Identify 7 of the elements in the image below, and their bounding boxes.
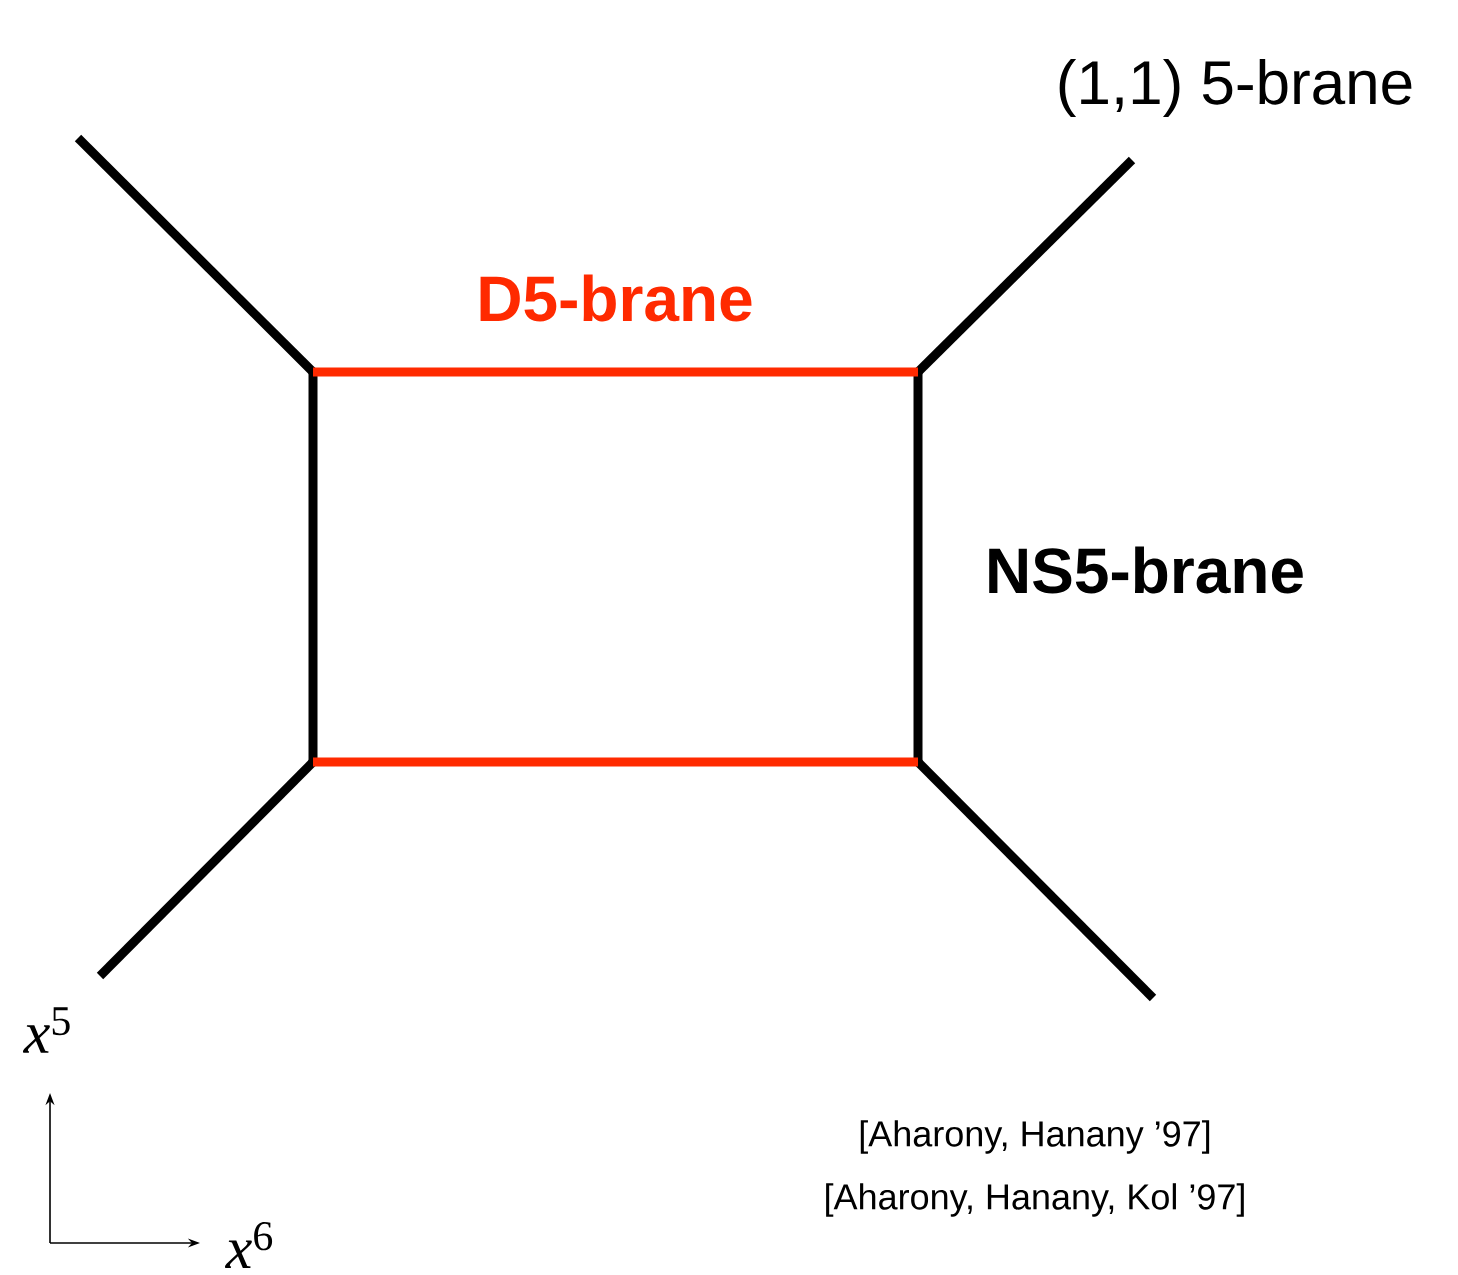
citation-text: [Aharony, Hanany, Kol ’97]: [826, 1183, 1244, 1217]
citation-text: [Aharony, Hanany ’97]: [860, 1120, 1210, 1154]
brane-label: NS5-brane: [989, 546, 1303, 594]
axis-label: x$^{6}$: [224, 1222, 273, 1268]
axis-label: x$^{5}$: [22, 1007, 70, 1053]
brane-label: (1,1) 5-brane: [1059, 59, 1412, 117]
brane-label: D5-brane: [480, 274, 752, 322]
